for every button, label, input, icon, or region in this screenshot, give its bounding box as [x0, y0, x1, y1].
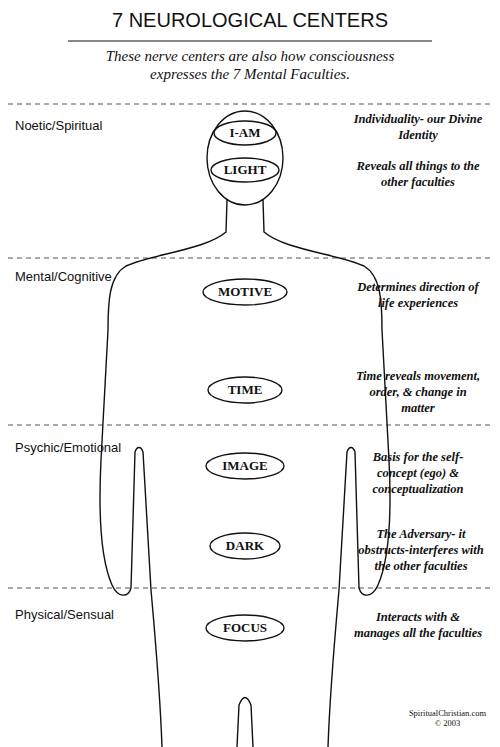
title-rule [68, 41, 432, 42]
nerve-center: TIME [207, 376, 283, 404]
faculty-description: Basis for the self-concept (ego) & conce… [353, 449, 483, 497]
center-name: LIGHT [210, 157, 280, 183]
nerve-center: LIGHT [210, 157, 280, 183]
nerve-center: FOCUS [205, 614, 285, 642]
faculty-description: Time reveals movement, order, & change i… [353, 368, 483, 416]
zone-divider [8, 104, 492, 105]
footer-note: SpiritualChristian.com [400, 708, 495, 718]
zone-label: Physical/Sensual [15, 607, 155, 623]
left-body-side [100, 200, 227, 747]
oval-outline [214, 121, 276, 145]
oval-outline [211, 158, 279, 182]
leg-gap [237, 698, 253, 747]
zone-divider [8, 258, 492, 259]
footer-note: © 2003 [400, 718, 495, 728]
center-name: I-AM [213, 120, 277, 146]
faculty-description: Determines direction of life experiences [353, 279, 483, 311]
center-name: IMAGE [205, 452, 285, 480]
subtitle: These nerve centers are also how conscio… [80, 47, 420, 83]
diagram-title: 7 NEUROLOGICAL CENTERS [0, 9, 500, 32]
nerve-center: I-AM [213, 120, 277, 146]
center-name: DARK [209, 532, 281, 560]
zone-divider [8, 425, 492, 426]
nerve-center: DARK [209, 532, 281, 560]
center-name: TIME [207, 376, 283, 404]
oval-outline [206, 615, 284, 641]
oval-outline [203, 279, 287, 305]
nerve-center: IMAGE [205, 452, 285, 480]
zone-divider [8, 588, 492, 589]
center-name: FOCUS [205, 614, 285, 642]
center-name: MOTIVE [202, 278, 288, 306]
oval-outline [206, 453, 284, 479]
faculty-description: Interacts with & manages all the faculti… [353, 609, 483, 641]
oval-outline [210, 533, 280, 559]
faculty-description: Reveals all things to the other facultie… [353, 158, 483, 190]
faculty-description: Individuality- our Divine Identity [353, 111, 483, 143]
zone-dividers [8, 104, 492, 588]
faculty-description: The Adversary- it obstructs-interferes w… [353, 526, 489, 574]
zone-label: Mental/Cognitive [15, 269, 155, 285]
nerve-center: MOTIVE [202, 278, 288, 306]
body-outline [100, 111, 390, 747]
oval-outline [208, 377, 282, 403]
head-outline [207, 111, 283, 205]
zone-label: Psychic/Emotional [15, 440, 155, 456]
zone-label: Noetic/Spiritual [15, 118, 155, 134]
